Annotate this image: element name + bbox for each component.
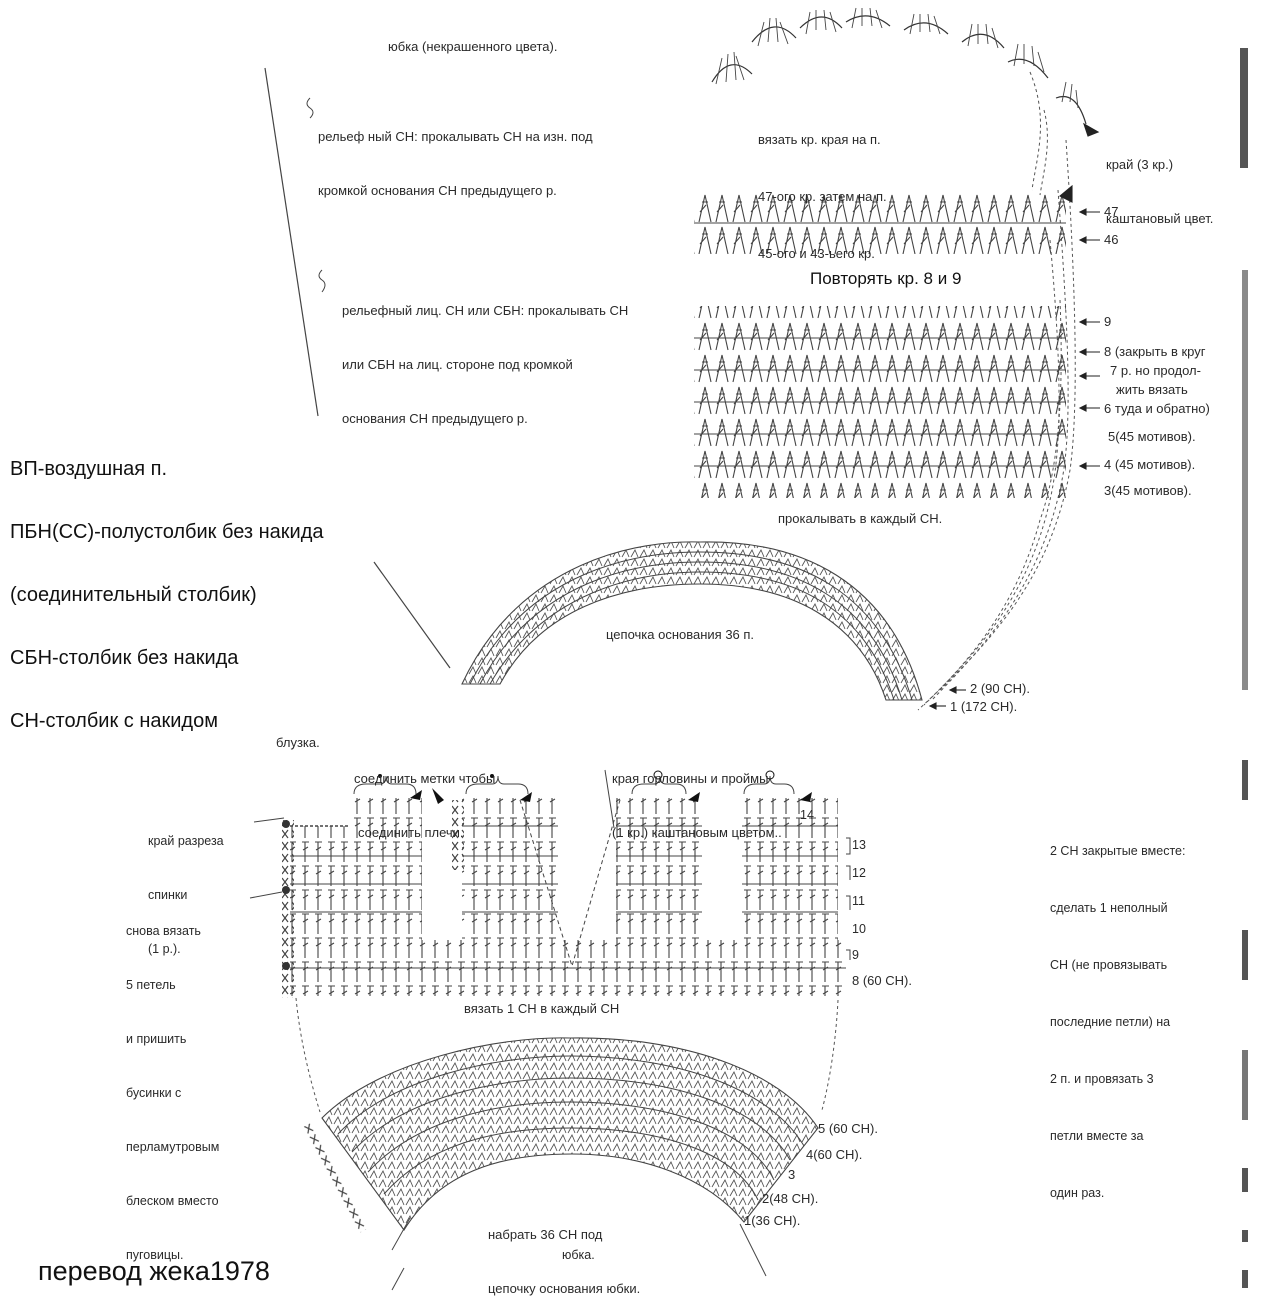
blouse-chart — [249, 769, 846, 998]
row-label-2: 2 (90 СН). — [970, 681, 1030, 696]
relief-front-note: рельефный лиц. СН или СБН: прокалывать С… — [342, 303, 629, 426]
blouse-row-8: 8 (60 СН). — [852, 973, 912, 988]
neck-edge-note: края горловины и проймы (1 кр.) каштанов… — [612, 771, 782, 840]
row-label-46: 46 — [1104, 232, 1119, 247]
legend: ВП-воздушная п. ПБН(СС)-полустолбик без … — [10, 458, 324, 732]
yoke-row-2: 2(48 СН). — [762, 1191, 819, 1206]
edge-knit-note: вязать кр. края на п. 47-ого кр. затем н… — [758, 132, 887, 261]
yoke-arc — [321, 1037, 819, 1231]
row-label-4: 4 (45 мотивов). — [1104, 457, 1196, 472]
blouse-row-13: 13 — [852, 838, 866, 852]
back-slit-note: край разреза спинки (1 р.). — [148, 834, 224, 956]
yoke-row-1: 1(36 СН). — [744, 1213, 801, 1228]
translator-credit: перевод жека1978 — [38, 1256, 270, 1286]
base-chain-label: цепочка основания 36 п. — [606, 627, 755, 642]
blouse-row-12: 12 — [852, 866, 866, 880]
pierce-each-note: прокалывать в каждый СН. — [778, 511, 943, 526]
row-pointer-arrows — [928, 122, 1100, 710]
row-label-5: 5(45 мотивов). — [1108, 429, 1196, 444]
row-label-8: 8 (закрыть в круг — [1104, 344, 1206, 359]
row-label-1: 1 (172 СН). — [950, 699, 1018, 714]
button-beads-note: снова вязать 5 петель и пришить бусинки … — [126, 924, 220, 1262]
repeat-rows-note: Повторять кр. 8 и 9 — [810, 269, 962, 288]
yoke-row-4: 4(60 СН). — [806, 1147, 863, 1162]
yoke-row-3: 3 — [788, 1167, 796, 1182]
blouse-row-9: 9 — [852, 948, 859, 962]
join-marks-note: соединить метки чтобы соединить плечи. — [354, 771, 496, 840]
row-label-7-cont: жить вязать — [1116, 382, 1188, 397]
row-label-9: 9 — [1104, 314, 1112, 329]
blouse-row-14: 14 — [800, 808, 814, 822]
skirt-title: юбка (некрашенного цвета). — [388, 39, 558, 54]
scallop-edging — [711, 15, 1087, 125]
cast-on-note: набрать 36 СН под цепочку основания юбки… — [488, 1227, 641, 1296]
relief-back-note: рельеф ный СН: прокалывать СН на изн. по… — [318, 129, 593, 198]
page-edge — [1240, 48, 1248, 168]
blouse-title: блузка. — [276, 735, 320, 750]
blouse-row-11: 11 — [852, 894, 865, 908]
skirt-label: юбка. — [562, 1248, 595, 1262]
base-chain-arc — [461, 541, 923, 701]
separator-line — [264, 67, 319, 417]
row-label-6: 6 туда и обратно) — [1104, 401, 1210, 416]
decrease-note: 2 СН закрытые вместе: сделать 1 неполный… — [1050, 844, 1186, 1200]
each-sn-note: вязать 1 СН в каждый СН — [464, 1001, 620, 1016]
yoke-row-5: 5 (60 СН). — [818, 1121, 878, 1136]
row-label-47: 47 — [1104, 204, 1119, 219]
row-label-3: 3(45 мотивов). — [1104, 483, 1192, 498]
blouse-row-10: 10 — [852, 922, 866, 936]
border-color-note: край (3 кр.) каштановый цвет. — [1106, 157, 1214, 226]
row-label-7: 7 р. но продол- — [1110, 363, 1201, 378]
